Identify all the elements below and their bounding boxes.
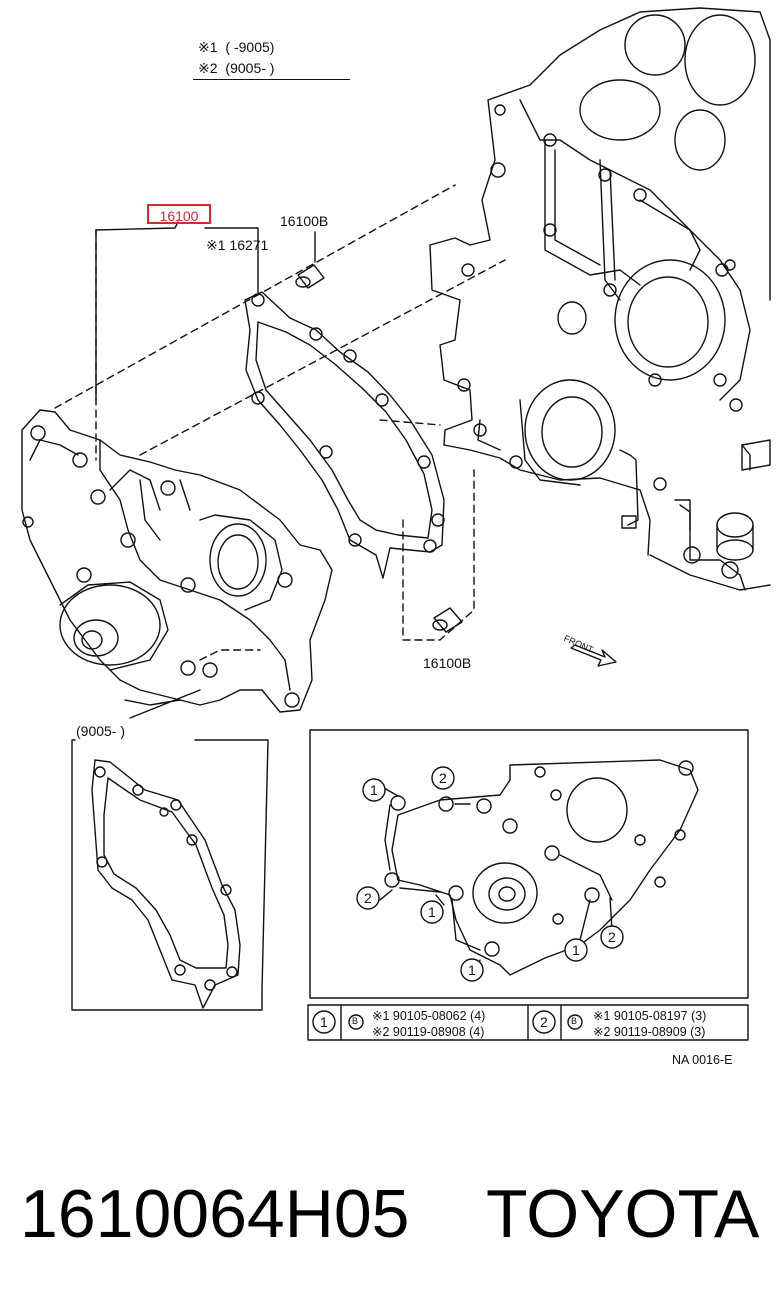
header-note-2: ※2 (9005- ) bbox=[198, 61, 274, 75]
inset-bolt-pattern-panel bbox=[309, 729, 749, 999]
bolt-callout-number: 2 bbox=[439, 770, 447, 786]
bolt-callout-number: 2 bbox=[364, 890, 372, 906]
legend-group2-symbol: B bbox=[571, 1016, 578, 1026]
assembly-guide-lines bbox=[54, 184, 506, 661]
legend-group1-symbol: B bbox=[352, 1016, 359, 1026]
sleeve-16100b-bottom bbox=[432, 607, 463, 633]
bolt-callout-number: 1 bbox=[572, 942, 580, 958]
note2-range: (9005- ) bbox=[225, 60, 275, 76]
sleeve-16100b-top bbox=[295, 264, 325, 289]
part-label-16100b-top: 16100B bbox=[280, 213, 329, 229]
legend-group1-line1: ※1 90105-08062 (4) bbox=[372, 1009, 486, 1023]
legend-group2-line1: ※1 90105-08197 (3) bbox=[593, 1009, 707, 1023]
header-underline bbox=[193, 79, 350, 80]
legend-table bbox=[307, 1004, 749, 1041]
bolt-callouts bbox=[312, 766, 624, 1034]
bolt-callout-number: 1 bbox=[370, 782, 378, 798]
exploded-parts-diagram bbox=[21, 7, 771, 1041]
inset-gasket-panel bbox=[71, 739, 269, 1011]
gasket-note-label: ※1 16271 bbox=[206, 237, 269, 253]
legend-group1-number: 1 bbox=[320, 1014, 328, 1030]
inset-range-label: (9005- ) bbox=[76, 723, 126, 739]
legend-group2-line2: ※2 90119-08909 (3) bbox=[593, 1025, 706, 1039]
legend-group1-line2: ※2 90119-08908 (4) bbox=[372, 1025, 485, 1039]
part-number: 1610064H05 bbox=[20, 1176, 410, 1252]
note2-mark: ※2 bbox=[198, 60, 218, 76]
bolt-callout-number: 1 bbox=[468, 962, 476, 978]
water-pump-drawing bbox=[21, 409, 333, 719]
diagram-code: NA 0016-E bbox=[672, 1053, 733, 1067]
note1-mark: ※1 bbox=[198, 39, 218, 55]
footer-title: 1610064H05 TOYOTA bbox=[20, 1180, 770, 1260]
engine-block-drawing bbox=[429, 7, 771, 591]
bolt-callout-number: 1 bbox=[428, 904, 436, 920]
front-arrow bbox=[570, 644, 617, 667]
gasket-drawing bbox=[244, 291, 445, 579]
bolt-callout-number: 2 bbox=[608, 929, 616, 945]
brand-name: TOYOTA bbox=[486, 1176, 760, 1252]
legend-group2-number: 2 bbox=[540, 1014, 548, 1030]
part-callout-16100[interactable]: 16100 bbox=[147, 204, 211, 224]
header-note-1: ※1 ( -9005) bbox=[198, 40, 274, 54]
note1-range: ( -9005) bbox=[225, 39, 275, 55]
part-label-16100b-bottom: 16100B bbox=[423, 655, 472, 671]
